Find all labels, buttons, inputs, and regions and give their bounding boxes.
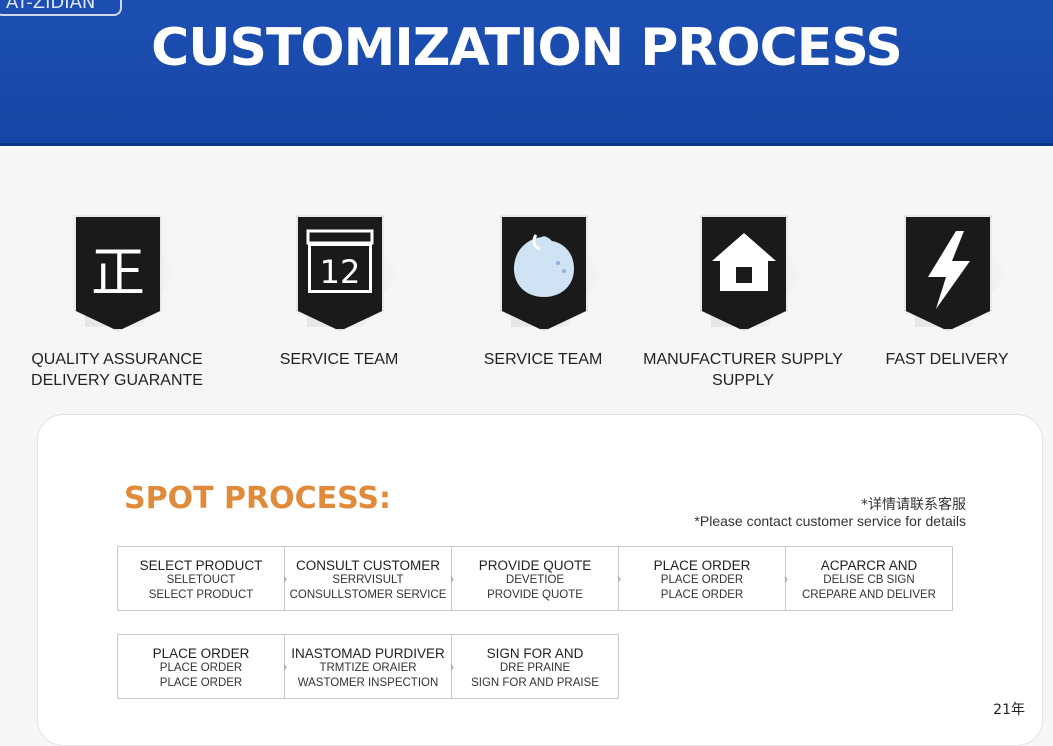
header-banner: AT-ZIDIAN CUSTOMIZATION PROCESS xyxy=(0,0,1053,146)
feature-label: MANUFACTURER SUPPLY SUPPLY xyxy=(643,351,843,389)
chevron-right-icon: › xyxy=(783,571,789,586)
calendar-12-icon: 12 xyxy=(296,215,384,331)
section-title: SPOT PROCESS: xyxy=(124,481,391,516)
process-step-prepare-deliver: › ACPARCR AND DELISE CB SIGN CREPARE AND… xyxy=(783,546,953,611)
process-step-place-order: › PLACE ORDER PLACE ORDER PLACE ORDER xyxy=(616,546,786,611)
feature-service-team: 12 SERVICE TEAM xyxy=(224,215,454,370)
process-row-1: SELECT PRODUCT SELETOUCT SELECT PRODUCT … xyxy=(117,546,953,611)
spot-process-panel: SPOT PROCESS: *详情请联系客服 *Please contact c… xyxy=(37,414,1043,746)
process-step-provide-quote: › PROVIDE QUOTE DEVETIOE PROVIDE QUOTE xyxy=(449,546,619,611)
feature-label: FAST DELIVERY xyxy=(885,351,1009,368)
feature-list: 正 QUALITY ASSURANCE DELIVERY GUARANTE 12… xyxy=(0,215,1053,395)
note-en: *Please contact customer service for det… xyxy=(694,513,966,529)
feature-manufacturer-supply: MANUFACTURER SUPPLY SUPPLY xyxy=(628,215,858,391)
chevron-right-icon: › xyxy=(449,571,455,586)
brand-logo: AT-ZIDIAN xyxy=(0,0,122,16)
zheng-character-icon: 正 xyxy=(74,215,162,331)
process-step-sign-praise: › SIGN FOR AND DRE PRAINE SIGN FOR AND P… xyxy=(449,634,619,699)
feature-fast-delivery: FAST DELIVERY xyxy=(832,215,1053,370)
process-row-2: PLACE ORDER PLACE ORDER PLACE ORDER › IN… xyxy=(117,634,619,699)
contact-note: *详情请联系客服 *Please contact customer servic… xyxy=(694,497,966,529)
svg-text:12: 12 xyxy=(320,253,361,291)
process-step-place-order-2: PLACE ORDER PLACE ORDER PLACE ORDER xyxy=(117,634,285,699)
process-step-customer-inspection: › INASTOMAD PURDIVER TRMTIZE ORAIER WAST… xyxy=(282,634,452,699)
feature-quality-assurance: 正 QUALITY ASSURANCE DELIVERY GUARANTE xyxy=(2,215,232,391)
page-number: 21年 xyxy=(993,702,1025,718)
svg-text:正: 正 xyxy=(91,241,145,304)
lightning-icon xyxy=(904,215,992,331)
feature-service-team-2: SERVICE TEAM xyxy=(428,215,658,370)
feature-label: SERVICE TEAM xyxy=(483,351,603,368)
process-step-select-product: SELECT PRODUCT SELETOUCT SELECT PRODUCT xyxy=(117,546,285,611)
chevron-right-icon: › xyxy=(282,659,288,674)
page-title: CUSTOMIZATION PROCESS xyxy=(151,18,903,78)
note-cn: *详情请联系客服 xyxy=(861,497,966,513)
chevron-right-icon: › xyxy=(282,571,288,586)
chevron-right-icon: › xyxy=(616,571,622,586)
process-step-consult-customer: › CONSULT CUSTOMER SERRVISULT CONSULLSTO… xyxy=(282,546,452,611)
feature-label: QUALITY ASSURANCE DELIVERY GUARANTE xyxy=(31,351,203,389)
chevron-right-icon: › xyxy=(449,659,455,674)
feature-label: SERVICE TEAM xyxy=(279,351,399,368)
house-icon xyxy=(700,215,788,331)
speech-bubble-icon xyxy=(500,215,588,331)
